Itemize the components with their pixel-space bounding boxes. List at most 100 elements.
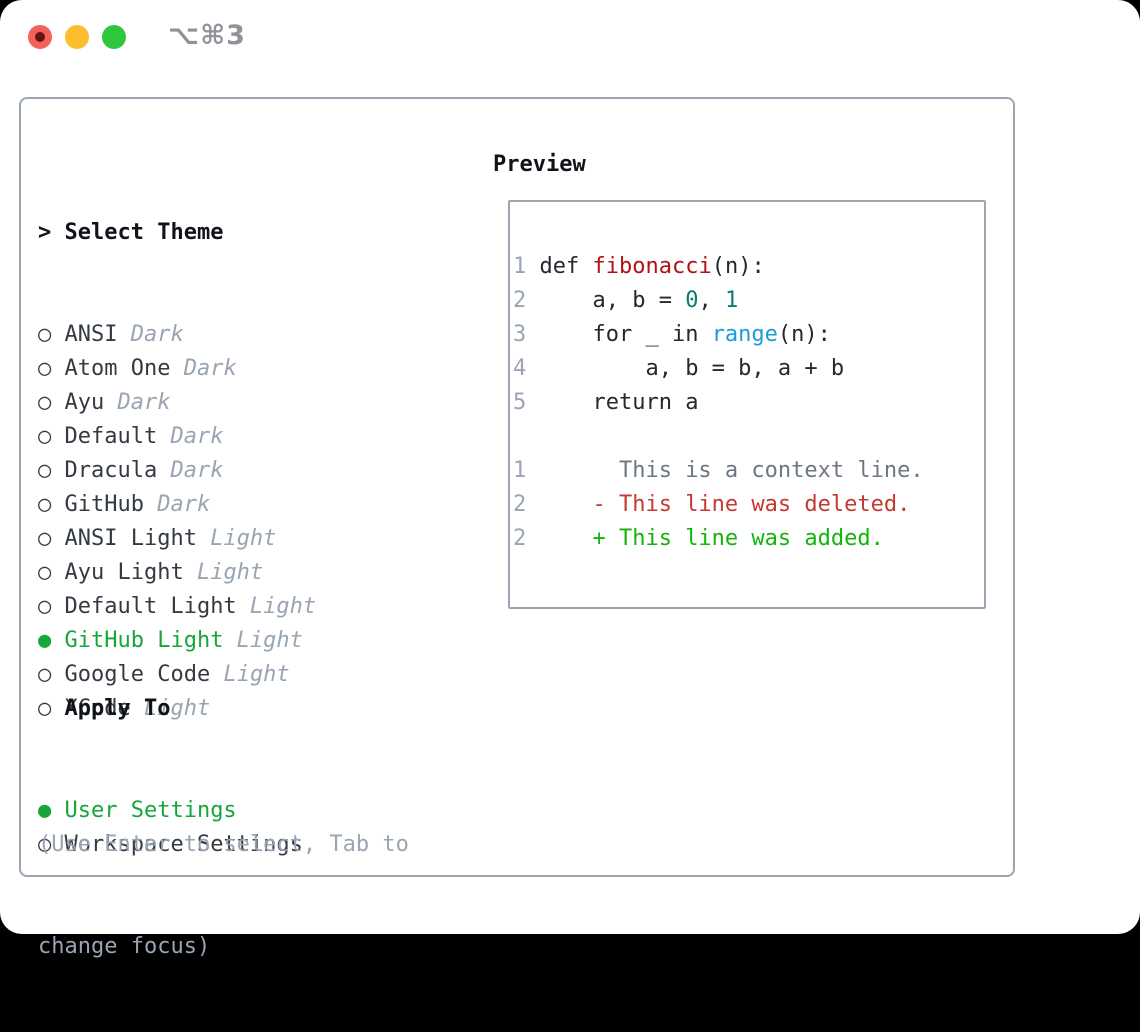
option-label: Ayu — [51, 390, 105, 415]
line-number: 4 — [513, 356, 527, 381]
theme-list-title: Select Theme — [64, 220, 224, 245]
hint-line-1: (Use Enter to select, Tab to — [38, 832, 409, 857]
theme-option[interactable]: ● GitHub Light Light — [38, 624, 316, 658]
code-token: - This line was deleted. — [526, 492, 911, 517]
code-token: for _ in — [526, 322, 712, 347]
apply-to-section: Apply To ● User Settings○ Workspace Sett… — [38, 624, 303, 930]
line-number: 2 — [513, 526, 527, 551]
radio-unselected-icon: ○ — [38, 832, 52, 857]
code-token: This is a context line. — [526, 458, 924, 483]
code-token: a, b = b, a + b — [526, 356, 845, 381]
apply-to-list: ● User Settings○ Workspace Settings — [38, 794, 303, 862]
radio-unselected-icon: ○ — [38, 356, 52, 381]
minimize-button[interactable] — [65, 25, 89, 49]
code-line: 3 for _ in range(n): — [513, 318, 924, 352]
code-line: 4 a, b = b, a + b — [513, 352, 924, 386]
code-line — [513, 420, 924, 454]
option-label: GitHub Light — [51, 628, 224, 653]
code-token: a, b = — [526, 288, 686, 313]
code-token: range — [711, 322, 778, 347]
radio-unselected-icon: ○ — [38, 526, 52, 551]
code-token: 1 — [724, 288, 739, 313]
zoom-button[interactable] — [102, 25, 126, 49]
option-label: ANSI — [51, 322, 118, 347]
radio-unselected-icon: ○ — [38, 696, 52, 721]
theme-option[interactable]: ○ Dracula Dark — [38, 454, 316, 488]
code-line: 5 return a — [513, 386, 924, 420]
line-number: 1 — [513, 254, 527, 279]
apply-to-option[interactable]: ○ Workspace Settings — [38, 828, 303, 862]
radio-unselected-icon: ○ — [38, 662, 52, 687]
line-number: 1 — [513, 458, 527, 483]
code-token: (n): — [711, 254, 765, 279]
code-token: , — [698, 288, 725, 313]
theme-variant-label: Light — [183, 560, 264, 585]
code-line: 1 def fibonacci(n): — [513, 250, 924, 284]
theme-option[interactable]: ○ Ayu Light Light — [38, 556, 316, 590]
radio-unselected-icon: ○ — [38, 458, 52, 483]
theme-variant-label: Dark — [170, 356, 237, 381]
theme-picker-panel: > Select Theme ○ ANSI Dark○ Atom One Dar… — [19, 97, 1015, 959]
theme-option[interactable]: ○ Google Code Light — [38, 658, 316, 692]
radio-unselected-icon: ○ — [38, 390, 52, 415]
theme-variant-label: Dark — [117, 322, 184, 347]
code-line: 2 - This line was deleted. — [513, 488, 924, 522]
option-label: Workspace Settings — [51, 832, 303, 857]
radio-unselected-icon: ○ — [38, 560, 52, 585]
line-number: 2 — [513, 288, 527, 313]
theme-variant-label: Light — [196, 526, 277, 551]
theme-option[interactable]: ○ ANSI Light Light — [38, 522, 316, 556]
theme-variant-label: Dark — [157, 424, 224, 449]
option-label: ANSI Light — [51, 526, 197, 551]
option-label: GitHub — [51, 492, 144, 517]
line-number: 2 — [513, 492, 527, 517]
code-line: 2 + This line was added. — [513, 522, 924, 556]
code-token: fibonacci — [592, 254, 712, 279]
theme-list: ○ ANSI Dark○ Atom One Dark○ Ayu Dark○ De… — [38, 318, 316, 726]
option-label: Default Light — [51, 594, 237, 619]
option-label: Dracula — [51, 458, 158, 483]
radio-selected-icon: ● — [38, 798, 52, 823]
theme-variant-label: Dark — [143, 492, 211, 517]
theme-variant-label: Light — [223, 628, 303, 653]
code-token: (n): — [777, 322, 831, 347]
close-button[interactable] — [28, 25, 52, 49]
hint-line-2: change focus) — [38, 934, 211, 959]
code-token: return a — [526, 390, 699, 415]
radio-unselected-icon: ○ — [38, 594, 52, 619]
theme-variant-label: Dark — [157, 458, 224, 483]
code-token: def — [526, 254, 593, 279]
code-token: + This line was added. — [526, 526, 884, 551]
close-dot-icon — [35, 32, 45, 42]
theme-option[interactable]: ○ Ayu Dark — [38, 386, 316, 420]
radio-unselected-icon: ○ — [38, 322, 52, 347]
theme-option[interactable]: ○ Default Dark — [38, 420, 316, 454]
theme-option[interactable]: ○ Atom One Dark — [38, 352, 316, 386]
radio-unselected-icon: ○ — [38, 424, 52, 449]
option-label: Ayu Light — [51, 560, 184, 585]
theme-variant-label: Light — [236, 594, 317, 619]
preview-box — [508, 200, 986, 609]
preview-title: Preview — [493, 152, 586, 177]
code-line: 1 This is a context line. — [513, 454, 924, 488]
theme-option[interactable]: ○ Default Light Light — [38, 590, 316, 624]
theme-variant-label: Light — [130, 696, 211, 721]
apply-to-option[interactable]: ● User Settings — [38, 794, 303, 828]
line-number: 3 — [513, 322, 527, 347]
option-label: Google Code — [51, 662, 211, 687]
app-window: ⌥⌘3 > Select Theme ○ ANSI Dark○ Atom One… — [0, 0, 1140, 959]
theme-option[interactable]: ○ ANSI Dark — [38, 318, 316, 352]
theme-list-section: > Select Theme ○ ANSI Dark○ Atom One Dar… — [38, 148, 316, 794]
code-token: 0 — [685, 288, 699, 313]
theme-option[interactable]: ○ XCode Light — [38, 692, 316, 726]
theme-list-header: > Select Theme — [38, 216, 316, 250]
apply-to-header: Apply To — [38, 692, 303, 726]
theme-variant-label: Dark — [104, 390, 171, 415]
radio-unselected-icon: ○ — [38, 492, 52, 517]
code-line: 2 a, b = 0, 1 — [513, 284, 924, 318]
prompt-caret-icon: > — [38, 220, 52, 245]
theme-option[interactable]: ○ GitHub Dark — [38, 488, 316, 522]
keyboard-shortcut-label: ⌥⌘3 — [168, 20, 246, 51]
theme-variant-label: Light — [210, 662, 290, 687]
